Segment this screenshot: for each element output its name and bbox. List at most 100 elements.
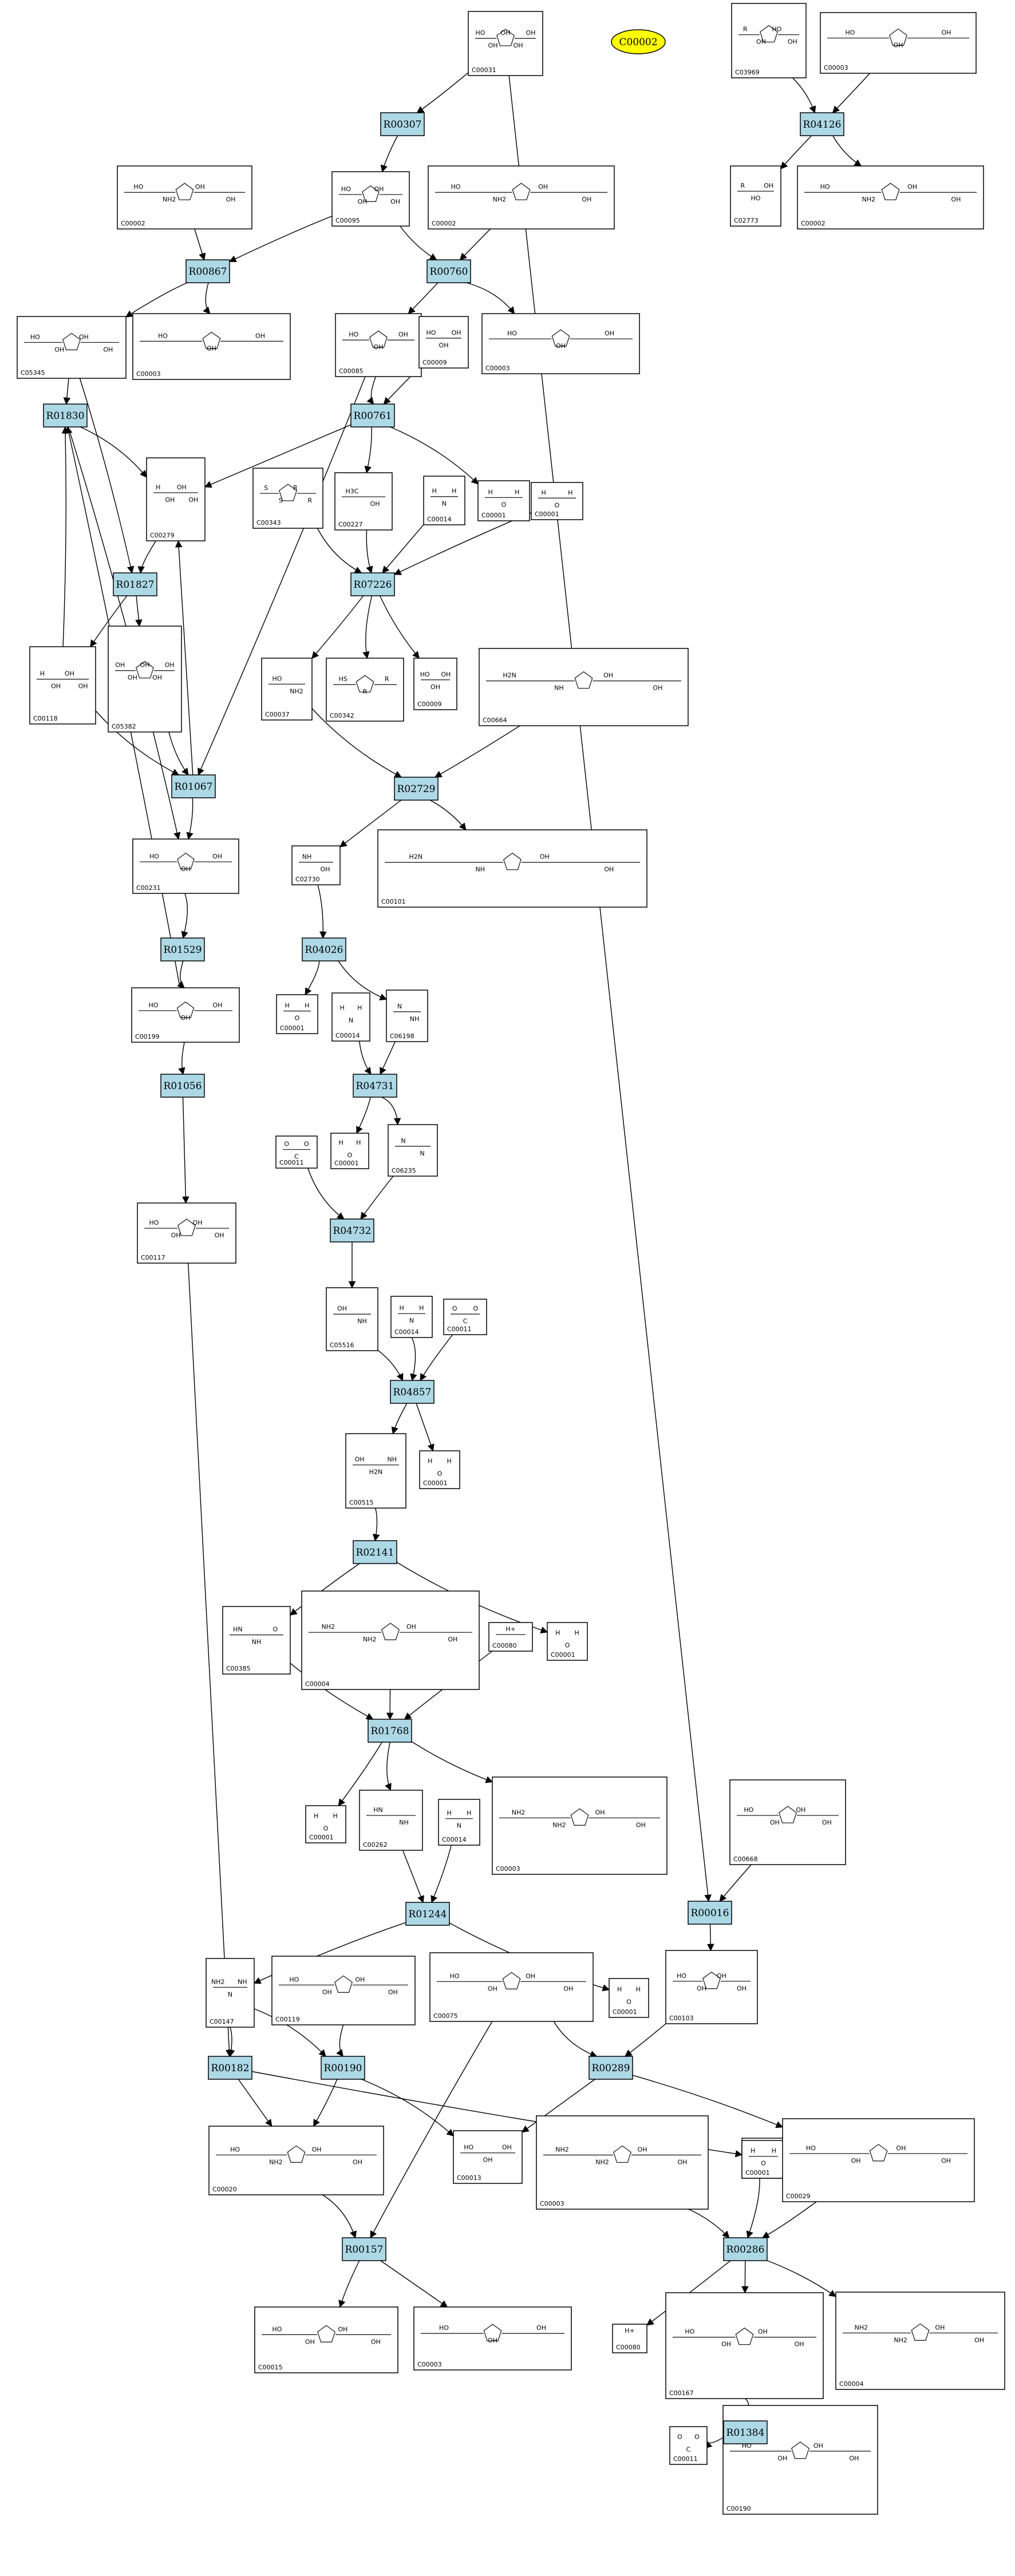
highlight-ellipse[interactable]: [611, 29, 666, 54]
reaction-r00190[interactable]: R00190: [321, 2056, 365, 2080]
reaction-r00867[interactable]: R00867: [185, 259, 230, 283]
atom-label: N: [401, 1137, 405, 1145]
compound-c00080[interactable]: H+C00080: [488, 1622, 533, 1652]
reaction-r04026[interactable]: R04026: [302, 937, 346, 961]
reaction-r00016[interactable]: R00016: [688, 1901, 732, 1925]
reaction-r04126[interactable]: R04126: [800, 112, 844, 136]
reaction-r00760[interactable]: R00760: [426, 259, 471, 283]
reaction-r00182[interactable]: R00182: [208, 2056, 252, 2080]
reaction-r02141[interactable]: R02141: [353, 1540, 397, 1564]
reaction-r04857[interactable]: R04857: [390, 1380, 435, 1404]
atom-label: OH: [756, 38, 766, 46]
edge-r3-c10: [408, 282, 439, 314]
atom-label: HO: [349, 331, 358, 338]
reaction-r04731[interactable]: R04731: [353, 1074, 397, 1098]
reaction-r01384[interactable]: R01384: [723, 2420, 768, 2444]
reaction-r01244[interactable]: R01244: [405, 1902, 450, 1926]
atom-label: N: [409, 1317, 414, 1324]
reaction-r01056[interactable]: R01056: [160, 1074, 205, 1098]
reaction-r00289[interactable]: R00289: [589, 2056, 633, 2080]
reaction-r02729[interactable]: R02729: [394, 777, 439, 801]
reaction-r00286[interactable]: R00286: [723, 2237, 768, 2261]
atom-label: H: [447, 1810, 452, 1817]
reaction-r00761[interactable]: R00761: [350, 403, 395, 428]
reaction-r01529[interactable]: R01529: [160, 937, 205, 961]
reaction-r01768[interactable]: R01768: [368, 1719, 412, 1743]
reaction-r01827[interactable]: R01827: [113, 572, 157, 596]
reaction-r01830[interactable]: R01830: [43, 403, 88, 428]
reaction-r07226[interactable]: R07226: [350, 572, 395, 596]
reaction-r00307[interactable]: R00307: [380, 112, 425, 136]
edge-c31-r13: [380, 1041, 396, 1075]
reaction-r01067[interactable]: R01067: [171, 774, 216, 798]
compound-c00080[interactable]: H+C00080: [612, 2324, 647, 2353]
reaction-r04732[interactable]: R04732: [330, 1218, 374, 1243]
reaction-r00157[interactable]: R00157: [342, 2237, 386, 2261]
